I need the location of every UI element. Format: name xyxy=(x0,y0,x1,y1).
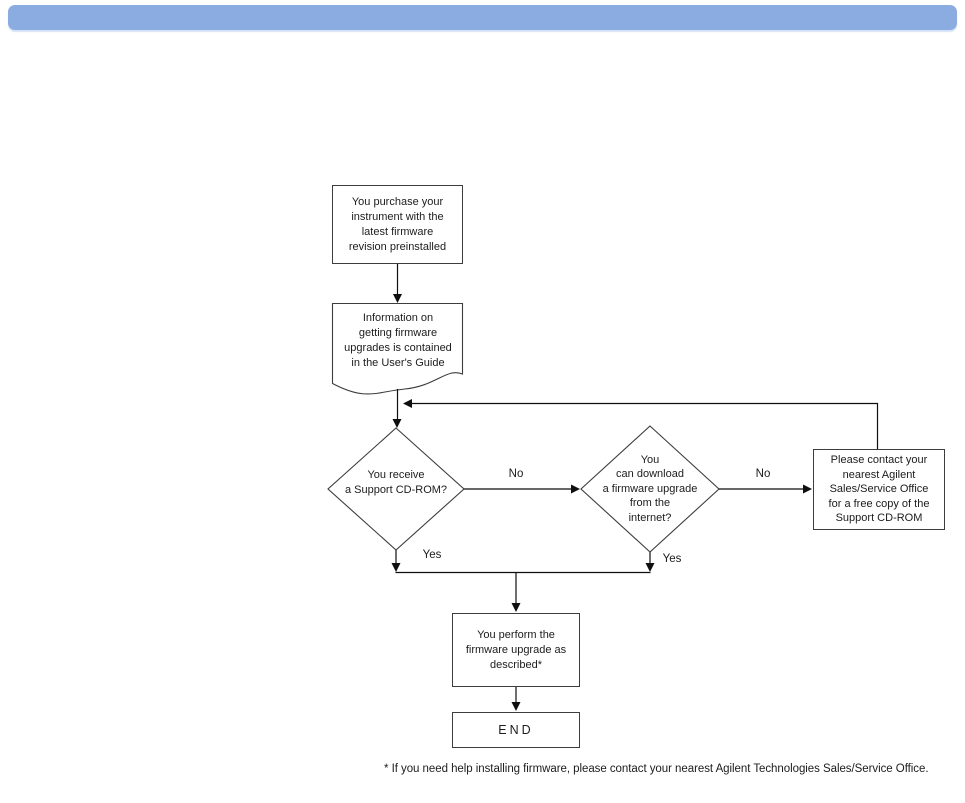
decision-receive-cdrom-text: You receive a Support CD-ROM? xyxy=(344,469,448,496)
edge-purchase-to-info xyxy=(393,264,402,303)
arrowhead-down xyxy=(391,563,401,572)
edge-receive-no xyxy=(464,484,580,494)
node-purchase-instrument: You purchase your instrument with the la… xyxy=(332,185,463,264)
decision-download-text: You can download a firmware upgrade from… xyxy=(602,453,698,524)
edge-download-yes xyxy=(645,552,655,572)
arrowhead-down xyxy=(511,603,521,612)
arrowhead-down xyxy=(645,563,655,572)
edge-label-download-yes: Yes xyxy=(662,553,682,565)
footnote-help-installing: * If you need help installing firmware, … xyxy=(384,763,929,775)
edge-label-receive-no: No xyxy=(508,468,524,480)
edge-info-to-receive xyxy=(392,389,402,428)
edge-label-download-no: No xyxy=(755,468,771,480)
arrowhead-left xyxy=(403,399,412,408)
node-perform-upgrade: You perform the firmware upgrade as desc… xyxy=(452,613,580,687)
arrowhead-down xyxy=(393,294,402,303)
document-shape-info xyxy=(331,302,464,395)
edge-join-to-perform xyxy=(511,573,521,612)
arrowhead-right xyxy=(571,484,580,494)
node-info-users-guide: Information on getting firmware upgrades… xyxy=(344,312,452,369)
node-end: END xyxy=(452,712,580,748)
edge-contact-feedback xyxy=(403,399,879,449)
edge-receive-yes xyxy=(391,550,401,572)
arrowhead-right xyxy=(803,484,812,494)
arrowhead-down xyxy=(392,419,402,428)
edge-perform-to-end xyxy=(511,687,521,711)
edge-download-no xyxy=(719,484,812,494)
arrowhead-down xyxy=(511,702,521,711)
node-contact-agilent-office: Please contact your nearest Agilent Sale… xyxy=(813,449,945,530)
edge-label-receive-yes: Yes xyxy=(422,549,442,561)
page-header-banner xyxy=(8,5,957,30)
